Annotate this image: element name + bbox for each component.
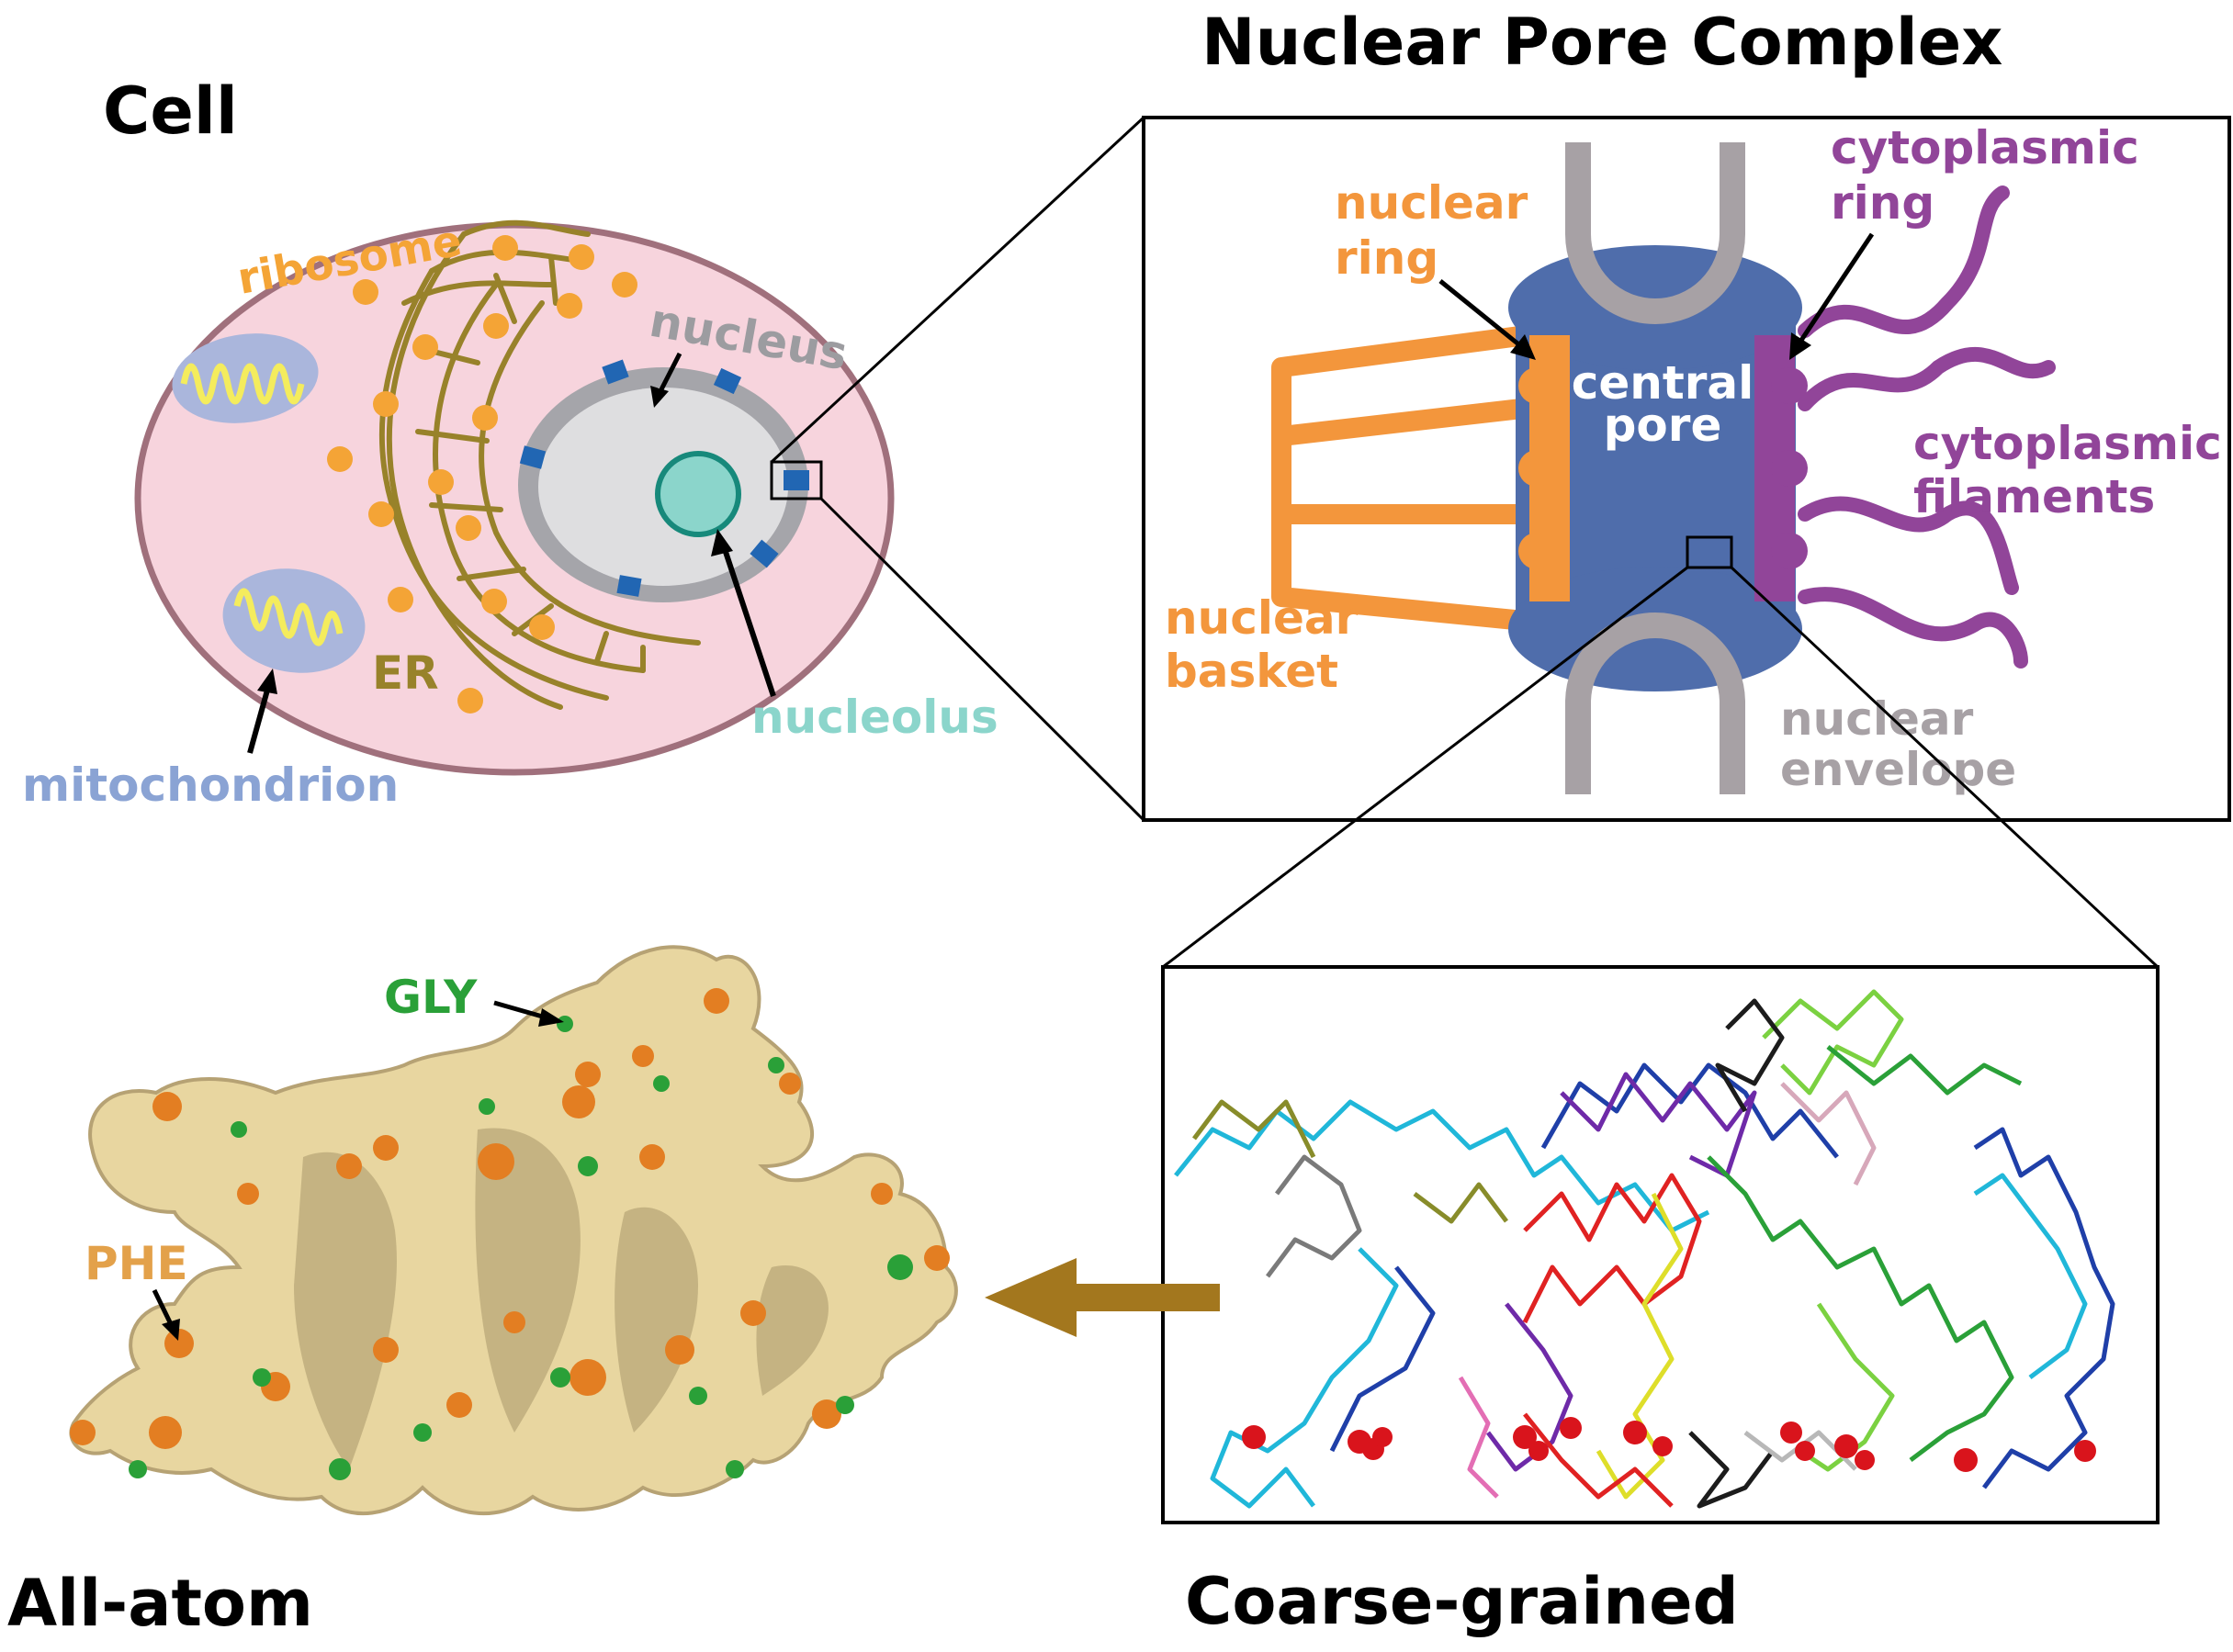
nucleus-arrowhead: [650, 386, 669, 408]
nucleolus-label: nucleolus: [751, 691, 998, 744]
nuclear-basket-label-line2: basket: [1165, 645, 1338, 698]
cytoplasmic-filaments-label-line2: filaments: [1913, 470, 2155, 523]
nuclear-envelope-label-line2: envelope: [1780, 743, 2016, 796]
mitochondrion-cristae: [233, 588, 344, 646]
phe-label: PHE: [85, 1237, 188, 1290]
gly-residues: [129, 1016, 913, 1480]
all-atom-title: All-atom: [7, 1566, 313, 1641]
nuclear-envelope-label-line1: nuclear: [1780, 692, 1974, 746]
npc-panel: Nuclear Pore Complex: [1142, 5, 2231, 822]
nucleus: [518, 359, 823, 602]
cytoplasmic-ring-arrowhead: [1789, 332, 1811, 360]
pore-zoom-box: [770, 460, 823, 500]
cg-frame: [1161, 965, 2160, 1524]
cytoplasmic-ring-arrow: [1798, 232, 1875, 343]
cytoplasmic-filaments: [1798, 185, 2056, 669]
nuclear-ring-arrowhead: [1510, 334, 1536, 360]
cytoplasmic-ring-label-line1: cytoplasmic: [1831, 121, 2139, 174]
cell-panel: Cell: [22, 73, 998, 812]
all-atom-panel: GLY PHE All-atom: [7, 945, 958, 1641]
nucleolus: [655, 451, 741, 537]
gly-arrowhead: [538, 1008, 564, 1027]
cg-terminal-beads: [1242, 1417, 2096, 1472]
central-pore-label-line1: central: [1572, 356, 1754, 410]
gly-arrow: [493, 1000, 547, 1020]
ribosomes: [327, 235, 637, 714]
cg-zoom-box: [1686, 535, 1733, 569]
nucleolus-arrowhead: [711, 529, 733, 556]
nucleolus-arrow: [721, 545, 776, 697]
zoom-lines-npc-cg: [1162, 566, 2160, 969]
nuclear-ring-label-line2: ring: [1335, 231, 1438, 285]
phe-residues: [70, 988, 950, 1449]
phe-arrow: [152, 1288, 174, 1326]
cg-to-allatom-arrow: [985, 1258, 1220, 1337]
zoom-lines-cell-npc: [770, 116, 1145, 822]
nucleus-arrow: [657, 352, 682, 395]
er-label: ER: [372, 646, 439, 700]
mitochondrion-cristae: [180, 363, 305, 405]
nuclear-basket-label-line1: nuclear: [1165, 591, 1359, 645]
nuclear-envelope-top: [1565, 142, 1745, 324]
cytoplasmic-ring-label-line2: ring: [1831, 176, 1934, 230]
npc-title: Nuclear Pore Complex: [1201, 5, 2002, 80]
mitochondrion-bottom: [222, 568, 366, 673]
coarse-grained-title: Coarse-grained: [1185, 1564, 1739, 1639]
mitochondrion-top: [172, 333, 319, 423]
central-pore-label-line2: pore: [1604, 399, 1722, 452]
mitochondrion-label: mitochondrion: [22, 759, 399, 812]
nuclear-ring-label-line1: nuclear: [1335, 176, 1528, 230]
cg-chains: [1174, 989, 2115, 1509]
phe-arrowhead: [162, 1319, 180, 1341]
nuclear-ring-arrow: [1438, 279, 1524, 349]
mitochondrion-arrowhead: [257, 669, 277, 694]
mitochondrion-arrow: [247, 686, 271, 754]
nuclear-basket: [1271, 320, 1563, 635]
cytoplasmic-filaments-label-line1: cytoplasmic: [1913, 417, 2222, 470]
nuclear-envelope-bottom: [1565, 612, 1745, 794]
protein-shading: [294, 1128, 829, 1469]
cell-title: Cell: [103, 73, 238, 149]
nuclear-pores: [519, 359, 809, 597]
gly-label: GLY: [384, 971, 478, 1024]
coarse-grained-panel: [1161, 965, 2160, 1524]
